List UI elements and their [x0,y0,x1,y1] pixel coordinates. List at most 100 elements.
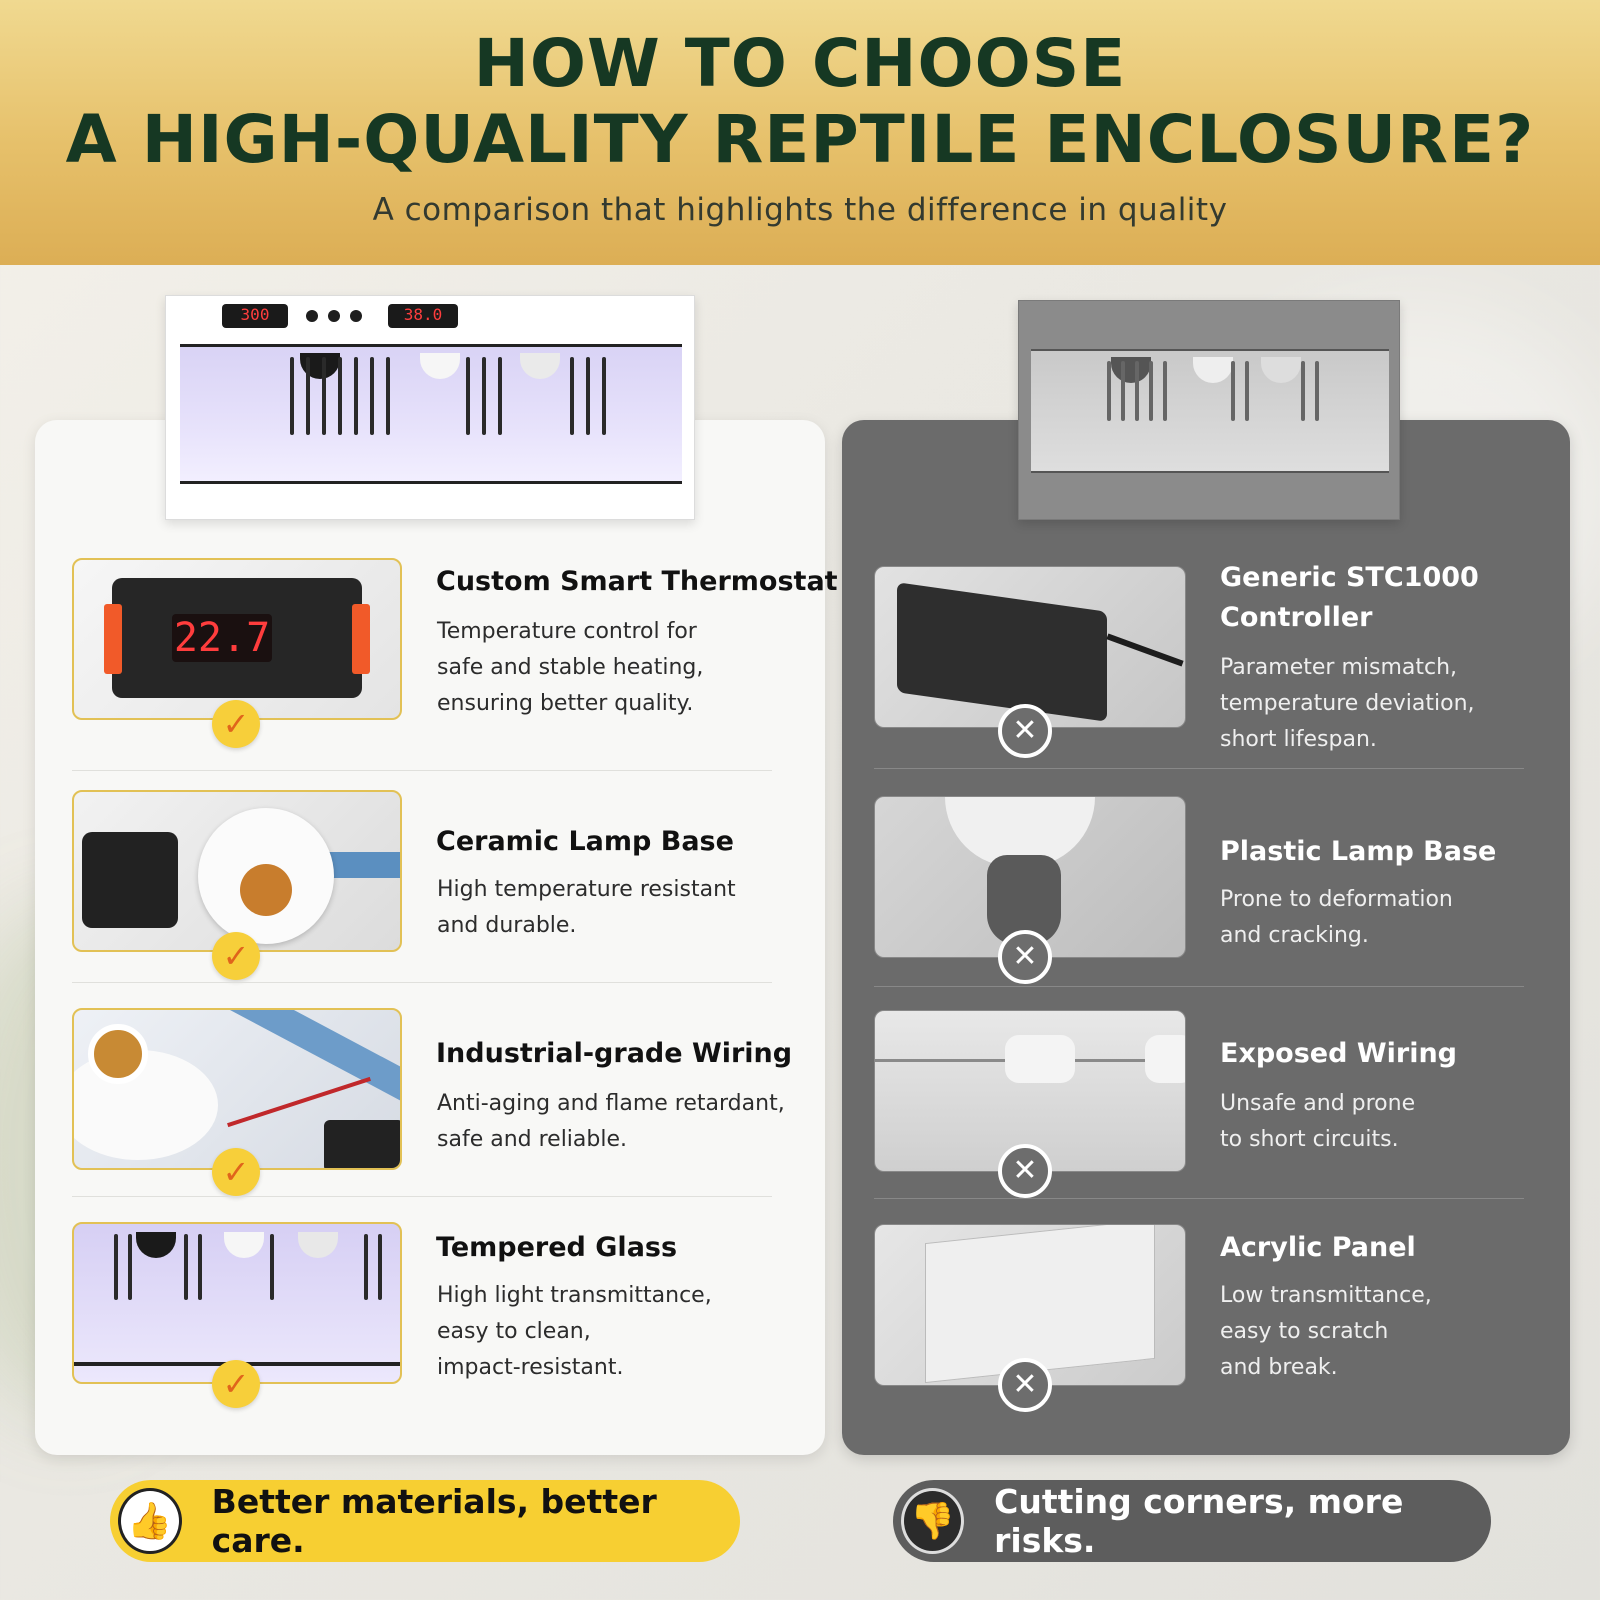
vent-slot [1163,361,1167,421]
light-lamp-icon [1261,357,1301,383]
ceramic-base [198,808,334,944]
thermostat-display: 22.7 [172,614,272,662]
vent-slot [1149,361,1153,421]
rail-bar [200,1010,400,1103]
vent-slot [482,357,486,435]
uv-lamp-icon [1193,357,1233,383]
vent-slot [1135,361,1139,421]
page-title-line-2: A HIGH-QUALITY REPTILE ENCLOSURE? [65,101,1535,178]
thermostat-bracket [104,604,122,674]
wire-black [324,1120,400,1168]
feature-title: Custom Smart Thermostat [436,566,838,597]
vent-slot [586,357,590,435]
socket-mount [1145,1035,1185,1083]
quality-enclosure-image: 300 38.0 [165,295,695,520]
vent-slot [378,1234,382,1300]
thermostat-bracket [352,604,370,674]
check-icon: ✓ [212,700,260,748]
uv-lamp-icon [224,1232,264,1258]
x-icon: ✕ [998,704,1052,758]
feature-description: Low transmittance, easy to scratch and b… [1220,1283,1432,1380]
ceramic-lamp-base-image [72,790,402,952]
controller-body [897,582,1107,722]
vent-slot [1245,361,1249,421]
enclosure-interior [1031,349,1389,473]
thermostat-body: 22.7 [104,578,370,698]
vent-slot [364,1234,368,1300]
vent-slot [570,357,574,435]
heat-lamp-icon [136,1232,176,1258]
enclosure-display-right: 38.0 [388,304,458,328]
vent-slot [354,357,358,435]
vent-slot [338,357,342,435]
header-banner: HOW TO CHOOSE A HIGH-QUALITY REPTILE ENC… [0,0,1600,265]
vent-slot [322,357,326,435]
check-icon: ✓ [212,932,260,980]
thumbs-up-icon: 👍 [118,1488,182,1554]
vent-slot [184,1234,188,1300]
control-knob [350,310,362,322]
vent-slot [114,1234,118,1300]
feature-title: Industrial-grade Wiring [436,1038,793,1069]
page-title-line-1: HOW TO CHOOSE [473,25,1127,102]
ceramic-base [74,1024,218,1160]
row-divider [874,986,1524,987]
feature-description: Anti-aging and flame retardant, safe and… [437,1091,785,1152]
vent-slot [1107,361,1111,421]
row-divider [72,1196,772,1197]
page-subtitle: A comparison that highlights the differe… [372,192,1228,228]
feature-description: High temperature resistant and durable. [437,877,736,938]
feature-title: Ceramic Lamp Base [436,826,734,857]
heat-lamp-icon [1111,357,1151,383]
socket-mount [1005,1035,1075,1083]
feature-title: Generic STC1000 Controller [1220,562,1479,633]
light-lamp-icon [298,1232,338,1258]
industrial-wiring-image [72,1008,402,1170]
vent-slot [128,1234,132,1300]
bad-slogan-pill: 👎 Cutting corners, more risks. [893,1480,1491,1562]
light-lamp-icon [520,353,560,379]
vent-slot [1301,361,1305,421]
feature-title: Acrylic Panel [1220,1232,1416,1263]
vent-slot [370,357,374,435]
x-icon: ✕ [998,1144,1052,1198]
vent-slot [1315,361,1319,421]
x-icon: ✕ [998,1358,1052,1412]
vent-slot [602,357,606,435]
check-icon: ✓ [212,1360,260,1408]
feature-description: Prone to deformation and cracking. [1220,887,1453,948]
vent-slot [1121,361,1125,421]
lamp-socket-icon [240,864,292,916]
vent-slot [198,1234,202,1300]
controller-cable [1106,633,1184,667]
fan-icon [82,832,178,928]
generic-enclosure-image [1018,300,1400,520]
row-divider [72,770,772,771]
bad-slogan-text: Cutting corners, more risks. [994,1482,1404,1560]
feature-title: Plastic Lamp Base [1220,836,1497,867]
good-slogan-text: Better materials, better care. [211,1482,657,1560]
thermostat-image: 22.7 [72,558,402,720]
row-divider [874,768,1524,769]
vent-slot [1231,361,1235,421]
enclosure-display-left: 300 [222,304,288,328]
feature-description: Parameter mismatch, temperature deviatio… [1220,655,1475,752]
feature-title: Exposed Wiring [1220,1038,1458,1069]
feature-title: Tempered Glass [436,1232,678,1263]
row-divider [874,1198,1524,1199]
enclosure-interior [180,344,682,484]
feature-description: Unsafe and prone to short circuits. [1220,1091,1416,1152]
uv-lamp-icon [420,353,460,379]
control-knob [328,310,340,322]
feature-description: Temperature control for safe and stable … [437,619,704,716]
feature-description: High light transmittance, easy to clean,… [437,1283,712,1380]
good-slogan-pill: 👍 Better materials, better care. [110,1480,740,1562]
vent-slot [466,357,470,435]
check-icon: ✓ [212,1148,260,1196]
lamp-socket-icon [88,1024,148,1084]
vent-slot [498,357,502,435]
vent-slot [306,357,310,435]
thumbs-down-icon: 👎 [901,1488,965,1554]
row-divider [72,982,772,983]
acrylic-sheet [925,1225,1155,1384]
